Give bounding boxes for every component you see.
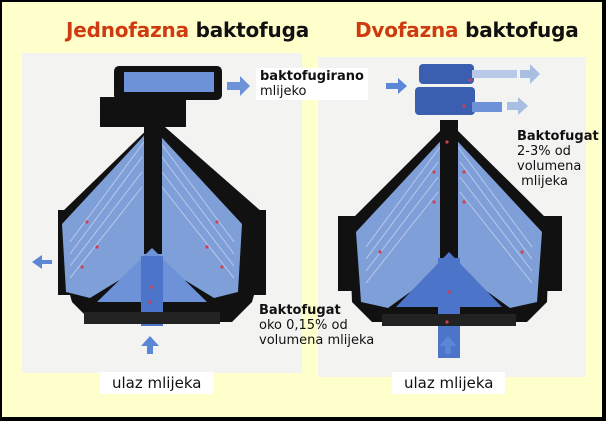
title-two-phase: Dvofazna baktofuga	[355, 18, 579, 42]
single-phase-centrifuge	[32, 66, 266, 354]
title-accent: Dvofazna	[355, 18, 459, 42]
two-phase-inlet-label: ulaz mlijeka	[392, 372, 506, 394]
outlet-label: baktofugirano mlijeko	[256, 68, 368, 100]
sediment-label-line2: volumena mlijeka	[259, 333, 375, 348]
sediment-label-bold: Baktofugat	[517, 129, 599, 144]
centrifuge-drawings	[32, 64, 562, 358]
title-single-phase: Jednofazna baktofuga	[66, 18, 309, 42]
two-phase-sediment-label: Baktofugat 2-3% od volumena mlijeka	[517, 129, 599, 189]
inlet-arrow	[141, 336, 159, 354]
discharge-arrow-left	[32, 255, 52, 269]
outlet-label-bold: baktofugirano	[260, 69, 364, 84]
outlet-arrow-bottom	[507, 97, 528, 115]
two-phase-centrifuge	[338, 64, 562, 358]
sediment-label-bold: Baktofugat	[259, 303, 341, 318]
single-phase-sediment-label: Baktofugat oko 0,15% od volumena mlijeka	[259, 303, 374, 348]
sediment-label-line1: 2-3% od	[517, 144, 571, 159]
inlet-side-arrow	[386, 78, 407, 94]
sediment-label-line2: volumena	[517, 159, 582, 174]
title-rest: baktofuga	[465, 18, 579, 42]
outlet-arrow	[227, 76, 250, 96]
diagram-frame: Jednofazna baktofuga Dvofazna baktofuga	[2, 2, 602, 417]
title-accent: Jednofazna	[66, 18, 189, 42]
single-phase-inlet-label: ulaz mlijeka	[100, 372, 214, 394]
outlet-arrow-top	[520, 64, 540, 84]
title-rest: baktofuga	[195, 18, 310, 42]
sediment-label-line3: mlijeka	[521, 174, 568, 189]
inlet-arrow	[439, 336, 457, 354]
sediment-label-line1: oko 0,15% od	[259, 318, 348, 333]
outlet-label-text: mlijeko	[260, 84, 307, 99]
